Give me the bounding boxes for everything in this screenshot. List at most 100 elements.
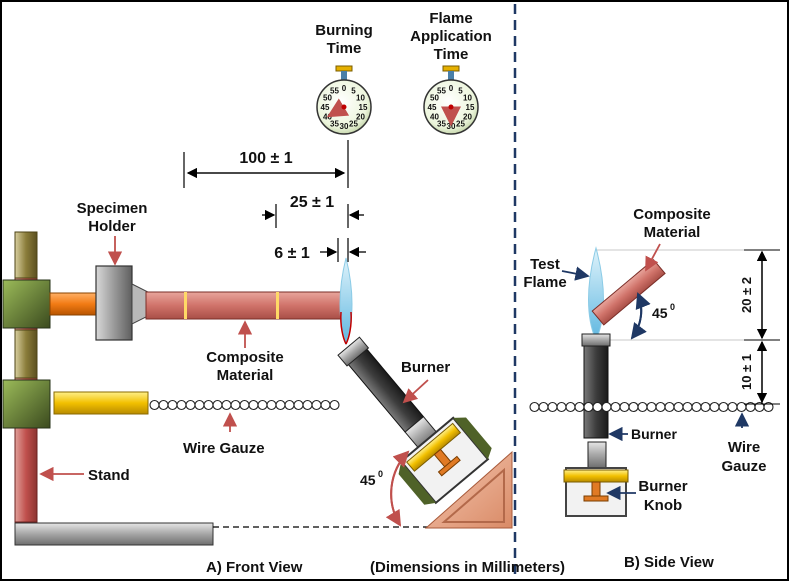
gauze-ring <box>619 401 630 413</box>
gauze-ring <box>700 401 711 413</box>
specimen-holder-label-2: Holder <box>88 218 136 235</box>
burner-knob-label-1: Burner <box>638 478 687 495</box>
composite-specimen <box>145 291 349 320</box>
dial-number: 10 <box>463 94 472 103</box>
side-wire-gauze-label-2: Gauze <box>721 458 766 475</box>
dimension-10: 10 ± 1 <box>739 340 780 405</box>
dial-number: 40 <box>430 113 439 122</box>
dial-number: 30 <box>447 122 456 131</box>
gauze-ring <box>320 399 331 411</box>
dial-number: 50 <box>430 94 439 103</box>
gauze-ring <box>149 399 160 411</box>
dial-number: 15 <box>359 103 368 112</box>
side-burner-tube <box>583 337 609 439</box>
gauze-ring <box>673 401 684 413</box>
dial-number: 30 <box>340 122 349 131</box>
gauze-ring <box>556 401 567 413</box>
gauze-ring <box>709 401 720 413</box>
gauze-ring <box>266 399 277 411</box>
gauze-ring <box>637 401 648 413</box>
front-view-caption: A) Front View <box>206 559 303 576</box>
test-flame-label-1: Test <box>530 256 560 273</box>
dim-10-label: 10 ± 1 <box>739 354 754 390</box>
burning-time-title-line1: Burning <box>315 22 373 39</box>
dim-100-label: 100 ± 1 <box>239 150 292 167</box>
flame-time-title-line1: Flame <box>429 10 472 27</box>
dial-number: 15 <box>466 103 475 112</box>
stand-base <box>14 522 214 546</box>
burner-wedge <box>424 450 513 529</box>
side-angle-sup: 0 <box>670 302 675 312</box>
gauze-ring <box>664 401 675 413</box>
flame-time-title-line2: Application <box>410 28 492 45</box>
front-burner <box>337 336 492 505</box>
gauze-ring <box>230 399 241 411</box>
gauze-ring <box>583 401 594 413</box>
gauze-ring <box>194 399 205 411</box>
gauze-ring <box>167 399 178 411</box>
gauze-ring <box>682 401 693 413</box>
gauze-ring <box>158 399 169 411</box>
gauze-ring <box>239 399 250 411</box>
gauze-ring <box>284 399 295 411</box>
dial-number: 5 <box>458 87 463 96</box>
gauze-ring <box>565 401 576 413</box>
gauze-ring <box>763 401 774 413</box>
dim-25-label: 25 ± 1 <box>290 194 334 211</box>
dial-number: 0 <box>342 84 347 93</box>
side-view-caption: B) Side View <box>624 554 714 571</box>
test-flame-label-2: Flame <box>523 274 566 291</box>
gauze-ring <box>212 399 223 411</box>
upper-clamp <box>2 279 51 329</box>
side-composite-label-1: Composite <box>633 206 711 223</box>
front-angle-label: 45 <box>360 472 376 488</box>
gauze-ring <box>293 399 304 411</box>
gauze-ring <box>592 401 603 413</box>
gauze-ring <box>275 399 286 411</box>
front-wire-gauze <box>53 391 340 415</box>
burning-time-hand <box>326 98 350 118</box>
dial-number: 20 <box>463 113 472 122</box>
gauze-ring <box>628 401 639 413</box>
burner-knob-label-2: Knob <box>644 497 682 514</box>
dimension-20: 20 ± 2 <box>739 249 780 341</box>
gauze-ring <box>538 401 549 413</box>
dial-number: 55 <box>330 87 339 96</box>
specimen-holder-label-1: Specimen <box>77 200 148 217</box>
gauze-ring <box>329 399 340 411</box>
stand-label: Stand <box>88 467 130 484</box>
side-wire-gauze <box>529 401 774 413</box>
gauze-ring <box>601 401 612 413</box>
dimension-6: 6 ± 1 <box>274 238 366 262</box>
dial-number: 25 <box>456 120 465 129</box>
gauze-ring <box>574 401 585 413</box>
dial-number: 0 <box>449 84 454 93</box>
dial-number: 20 <box>356 113 365 122</box>
dial-number: 25 <box>349 120 358 129</box>
gauze-ring <box>727 401 738 413</box>
dial-number: 55 <box>437 87 446 96</box>
specimen-holder <box>95 265 133 341</box>
dimension-25: 25 ± 1 <box>262 194 364 228</box>
units-caption: (Dimensions in Millimeters) <box>370 559 565 576</box>
dial-number: 10 <box>356 94 365 103</box>
wire-gauze-label: Wire Gauze <box>183 440 265 457</box>
holder-arm <box>49 292 99 316</box>
side-composite-label-2: Material <box>644 224 701 241</box>
gauze-ring <box>248 399 259 411</box>
dial-number: 50 <box>323 94 332 103</box>
gauze-ring <box>185 399 196 411</box>
dim-6-label: 6 ± 1 <box>274 245 310 262</box>
gauze-ring <box>718 401 729 413</box>
side-wire-gauze-label-1: Wire <box>728 439 760 456</box>
stand-top-cap <box>14 231 38 279</box>
side-burner-label: Burner <box>631 426 677 442</box>
gauze-ring <box>257 399 268 411</box>
gauze-ring <box>311 399 322 411</box>
composite-label-1: Composite <box>206 349 284 366</box>
side-flame <box>588 246 604 342</box>
